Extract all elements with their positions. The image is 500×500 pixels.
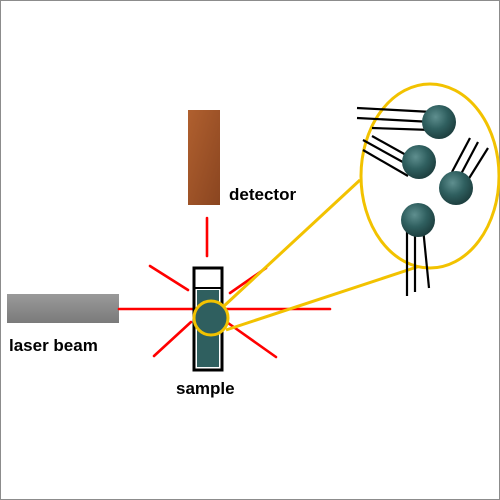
particle-bottom <box>401 203 435 237</box>
scatter-beam-upper-left <box>148 264 190 292</box>
laser-beam-label: laser beam <box>9 336 98 355</box>
zoom-magnified-view <box>359 82 500 270</box>
particles <box>401 105 473 237</box>
sample-label: sample <box>176 379 235 398</box>
laser-source <box>7 294 119 323</box>
zoom-connector-lines <box>222 178 421 332</box>
detector-label: detector <box>229 185 297 204</box>
scatter-beam-lower-right <box>226 321 278 359</box>
particle-right <box>439 171 473 205</box>
zoom-source-circle <box>192 299 230 337</box>
particle-top <box>422 105 456 139</box>
particle-middle-left <box>402 145 436 179</box>
scatter-beam-lower-left <box>152 320 193 358</box>
detector-block <box>188 110 220 205</box>
